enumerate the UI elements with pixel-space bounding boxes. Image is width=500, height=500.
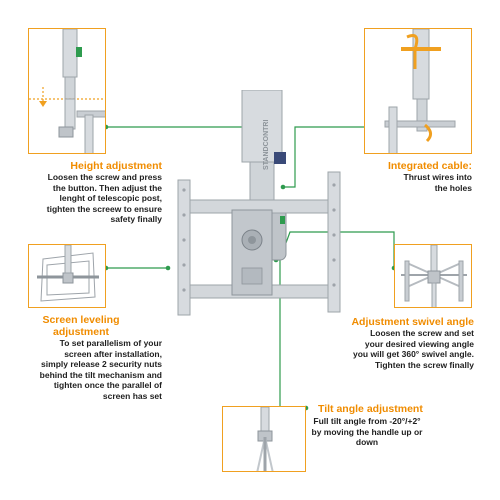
integrated-cable-title: Integrated cable: <box>387 160 472 172</box>
integrated-cable-text: Thrust wires into the holes <box>403 172 472 193</box>
integrated-cable-image <box>364 28 472 154</box>
screen-leveling-text: To set parallelism of your screen after … <box>39 338 162 401</box>
swivel-angle-image <box>394 244 472 308</box>
tilt-angle-title: Tilt angle adjustment <box>318 403 423 415</box>
swivel-angle-title: Adjustment swivel angle <box>351 316 474 328</box>
connector-cable <box>283 126 404 188</box>
swivel-angle-text: Loosen the screw and set your desired vi… <box>352 328 474 370</box>
tilt-angle-image <box>222 406 306 472</box>
height-adjustment-title: Height adjustment <box>70 160 162 172</box>
screen-leveling-title: Screen leveling adjustment <box>42 314 120 338</box>
right-arm <box>327 171 341 313</box>
telescopic-post-outer <box>241 90 283 163</box>
product-brand-text: STANDCONTRI <box>263 120 270 170</box>
height-adjustment-text: Loosen the screw and press the button. T… <box>46 172 162 224</box>
tilt-angle-text: Full tilt angle from -20°/+2° by moving … <box>311 416 423 447</box>
screen-leveling-image <box>28 244 106 308</box>
product-mount-illustration: STANDCONTRI <box>177 90 341 316</box>
height-adjustment-image <box>28 28 106 154</box>
telescopic-post-inner <box>249 161 275 203</box>
left-arm <box>177 179 191 316</box>
